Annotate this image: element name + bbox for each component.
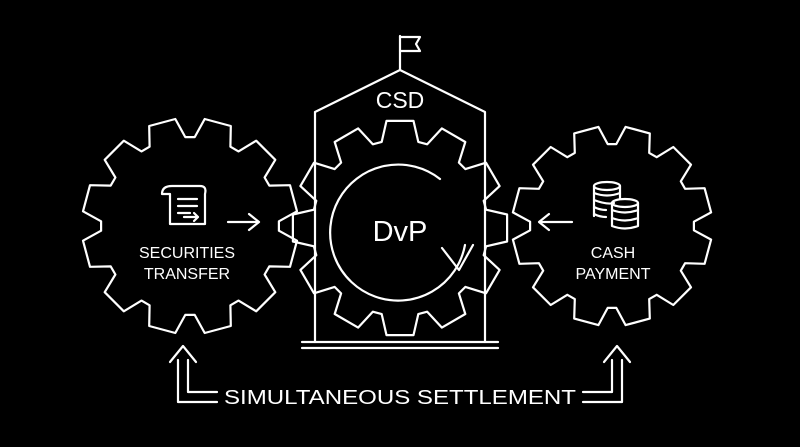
right-gear xyxy=(511,125,713,327)
cash-label-line2: PAYMENT xyxy=(576,266,651,283)
csd-title: CSD xyxy=(376,87,425,113)
dvp-label: DvP xyxy=(373,216,428,248)
settlement-label: SIMULTANEOUS SETTLEMENT xyxy=(224,387,576,409)
cash-label-line1: CASH xyxy=(591,245,635,262)
left-gear xyxy=(81,117,299,335)
coin-stack-icon xyxy=(592,180,640,230)
csd-building xyxy=(300,34,500,350)
left-arrow-icon xyxy=(537,212,574,232)
securities-label-line1: SECURITIES xyxy=(139,245,235,262)
document-scroll-icon xyxy=(160,184,207,226)
settlement-bracket xyxy=(168,344,632,404)
circular-arrow-icon xyxy=(329,163,475,302)
center-gear xyxy=(291,119,509,337)
flag-icon xyxy=(398,34,422,72)
right-arrow-icon xyxy=(226,212,261,232)
securities-label-line2: TRANSFER xyxy=(144,266,230,283)
